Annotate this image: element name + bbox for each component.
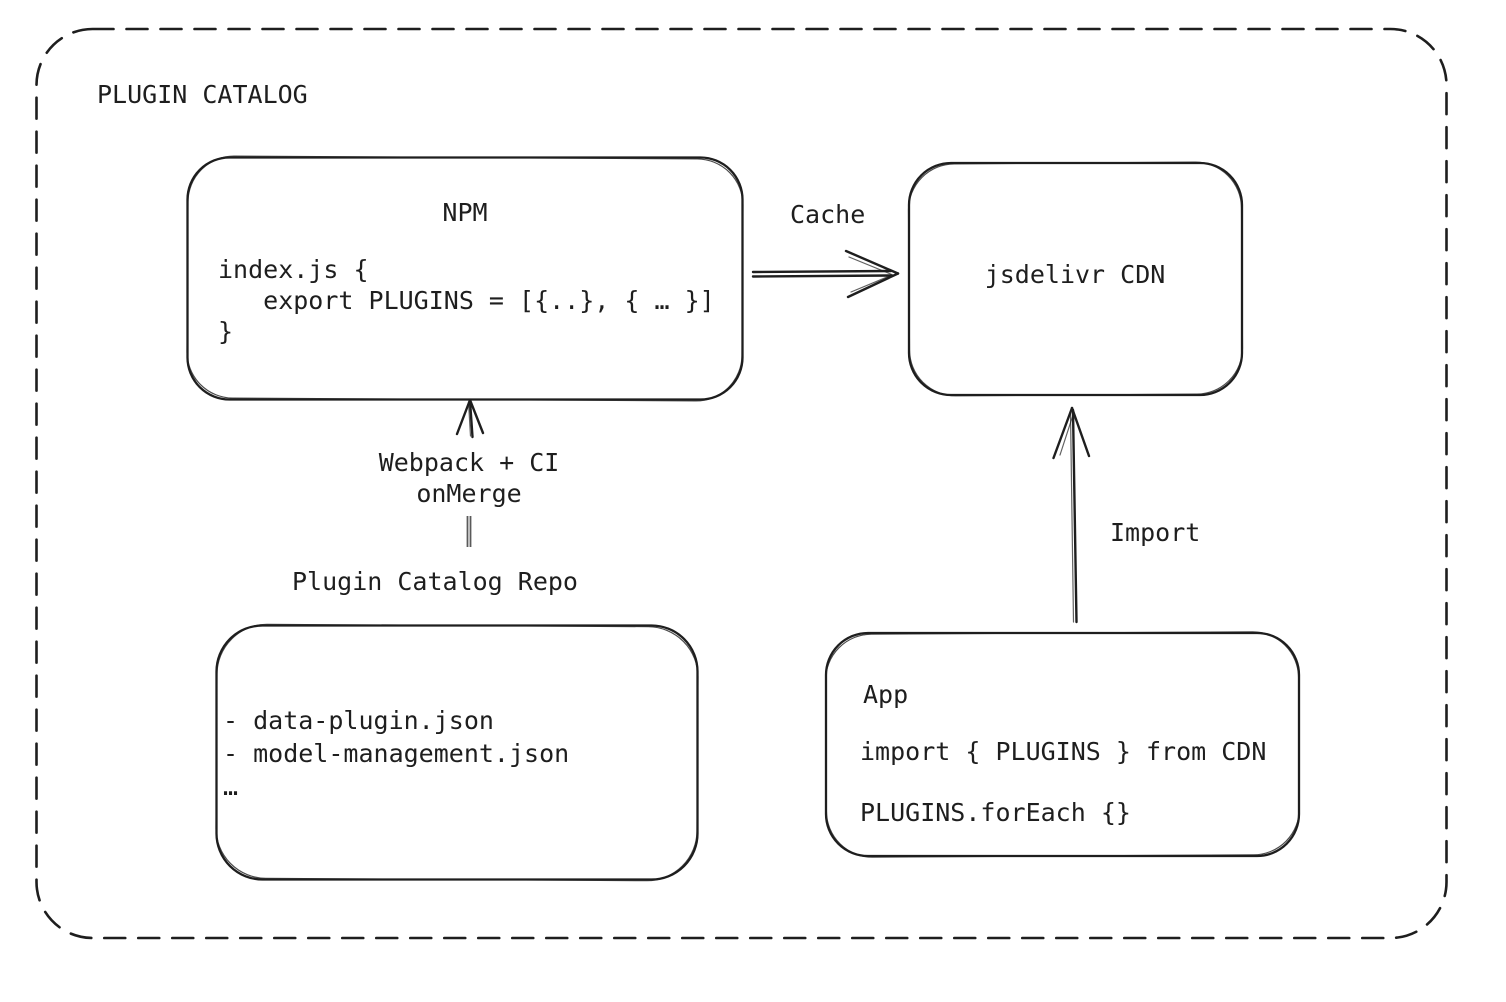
app-box-sketch-echo: [825, 631, 1300, 858]
jsdelivr-cdn-box-sketch-echo: [907, 161, 1244, 397]
import-arrow-label: Import: [1110, 518, 1201, 547]
app-code-line-1: import { PLUGINS } from CDN: [860, 737, 1267, 766]
repo-file-item-3: …: [223, 772, 239, 801]
plugin-catalog-dashed-frame: [35, 27, 1448, 940]
npm-code-block: index.js { export PLUGINS = [{..}, { … }…: [218, 254, 715, 347]
plugin-catalog-repo-label: Plugin Catalog Repo: [292, 567, 578, 596]
cache-arrow: [751, 249, 900, 299]
npm-code-line-3: }: [218, 317, 234, 346]
app-box-title: App: [863, 680, 909, 709]
plugin-catalog-repo-box-sketch-echo: [215, 623, 699, 882]
npm-box-sketch-echo: [186, 155, 744, 402]
repo-file-list: - data-plugin.json - model-management.jso…: [223, 704, 569, 803]
import-arrow: [1052, 406, 1091, 624]
npm-code-line-2: export PLUGINS = [{..}, { … }]: [218, 286, 715, 315]
app-code-line-2: PLUGINS.forEach {}: [860, 798, 1131, 827]
jsdelivr-cdn-label: jsdelivr CDN: [984, 260, 1166, 289]
cache-arrow-label: Cache: [790, 200, 866, 229]
repo-file-item-1: - data-plugin.json: [223, 706, 494, 735]
npm-code-line-1: index.js {: [218, 255, 369, 284]
repo-file-item-2: - model-management.json: [223, 739, 570, 768]
npm-box-title: NPM: [442, 198, 488, 227]
webpack-ci-arrow: [455, 398, 485, 547]
webpack-ci-label-line-1: Webpack + CI: [378, 448, 560, 477]
diagram-title: PLUGIN CATALOG: [97, 80, 308, 109]
webpack-ci-label-line-2: onMerge: [416, 479, 522, 508]
